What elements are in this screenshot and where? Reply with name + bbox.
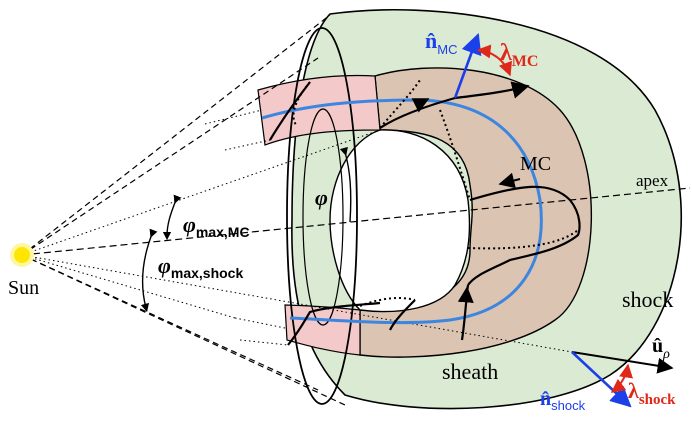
n-mc-label: n̂MC xyxy=(425,28,457,57)
leg-dots-4 xyxy=(239,339,289,346)
cross-section-inner xyxy=(302,108,344,326)
field-line-right-arrow xyxy=(498,172,521,189)
mc-label: MC xyxy=(520,153,551,175)
field-line-lower-leg xyxy=(287,301,381,346)
u-rho-vector xyxy=(571,351,674,374)
field-line-upper-front xyxy=(379,81,530,129)
mc-axis-curve xyxy=(261,98,543,325)
inner-cavity xyxy=(329,129,471,313)
phi-max-mc-arc xyxy=(162,194,182,241)
field-line-mid-arrow xyxy=(411,98,430,113)
n-mc-vector xyxy=(453,33,482,99)
phi-arc xyxy=(339,146,352,223)
mc-region xyxy=(359,67,592,358)
leg-dots-1 xyxy=(204,109,263,125)
n-shock-label: n̂shock xyxy=(540,388,586,413)
field-line-lower-arrow xyxy=(457,286,474,304)
sun-to-shock-line xyxy=(21,254,573,353)
sun-disk xyxy=(14,247,30,263)
tangent-line-upper xyxy=(21,57,319,256)
symmetry-axis xyxy=(21,187,691,256)
sun-label: Sun xyxy=(8,277,39,299)
lambda-shock-label: λshock xyxy=(628,378,676,408)
n-shock-vector xyxy=(571,351,632,408)
cross-section-rim xyxy=(286,27,358,405)
leg-dots-3 xyxy=(234,317,286,329)
sun-to-mc-leg-line xyxy=(21,129,381,256)
field-line-hidden-3 xyxy=(467,229,579,250)
apex-label: apex xyxy=(636,171,669,190)
field-line-hidden-1 xyxy=(379,79,421,129)
lambda-mc-label: λMC xyxy=(500,40,538,70)
field-line-upper-leg xyxy=(269,81,311,141)
lambda-mc-arc xyxy=(476,44,513,77)
lambda-shock-arc xyxy=(610,363,633,393)
u-rho-label: ûρ xyxy=(652,335,670,362)
phi-max-shock-label: φmax,shock xyxy=(158,253,243,281)
field-line-lower-leg-2 xyxy=(389,299,416,331)
sun-to-mc-low-line xyxy=(21,254,236,319)
shock-label: shock xyxy=(622,287,673,312)
tangent-line-top xyxy=(21,14,331,256)
phi-max-mc-label: φmax,MC xyxy=(183,212,250,240)
phi-max-shock-arc xyxy=(140,228,158,313)
leg-dots-2 xyxy=(224,139,271,151)
field-line-right xyxy=(467,185,581,286)
sheath-label: sheath xyxy=(442,359,498,384)
phi-label: φ xyxy=(315,185,328,210)
